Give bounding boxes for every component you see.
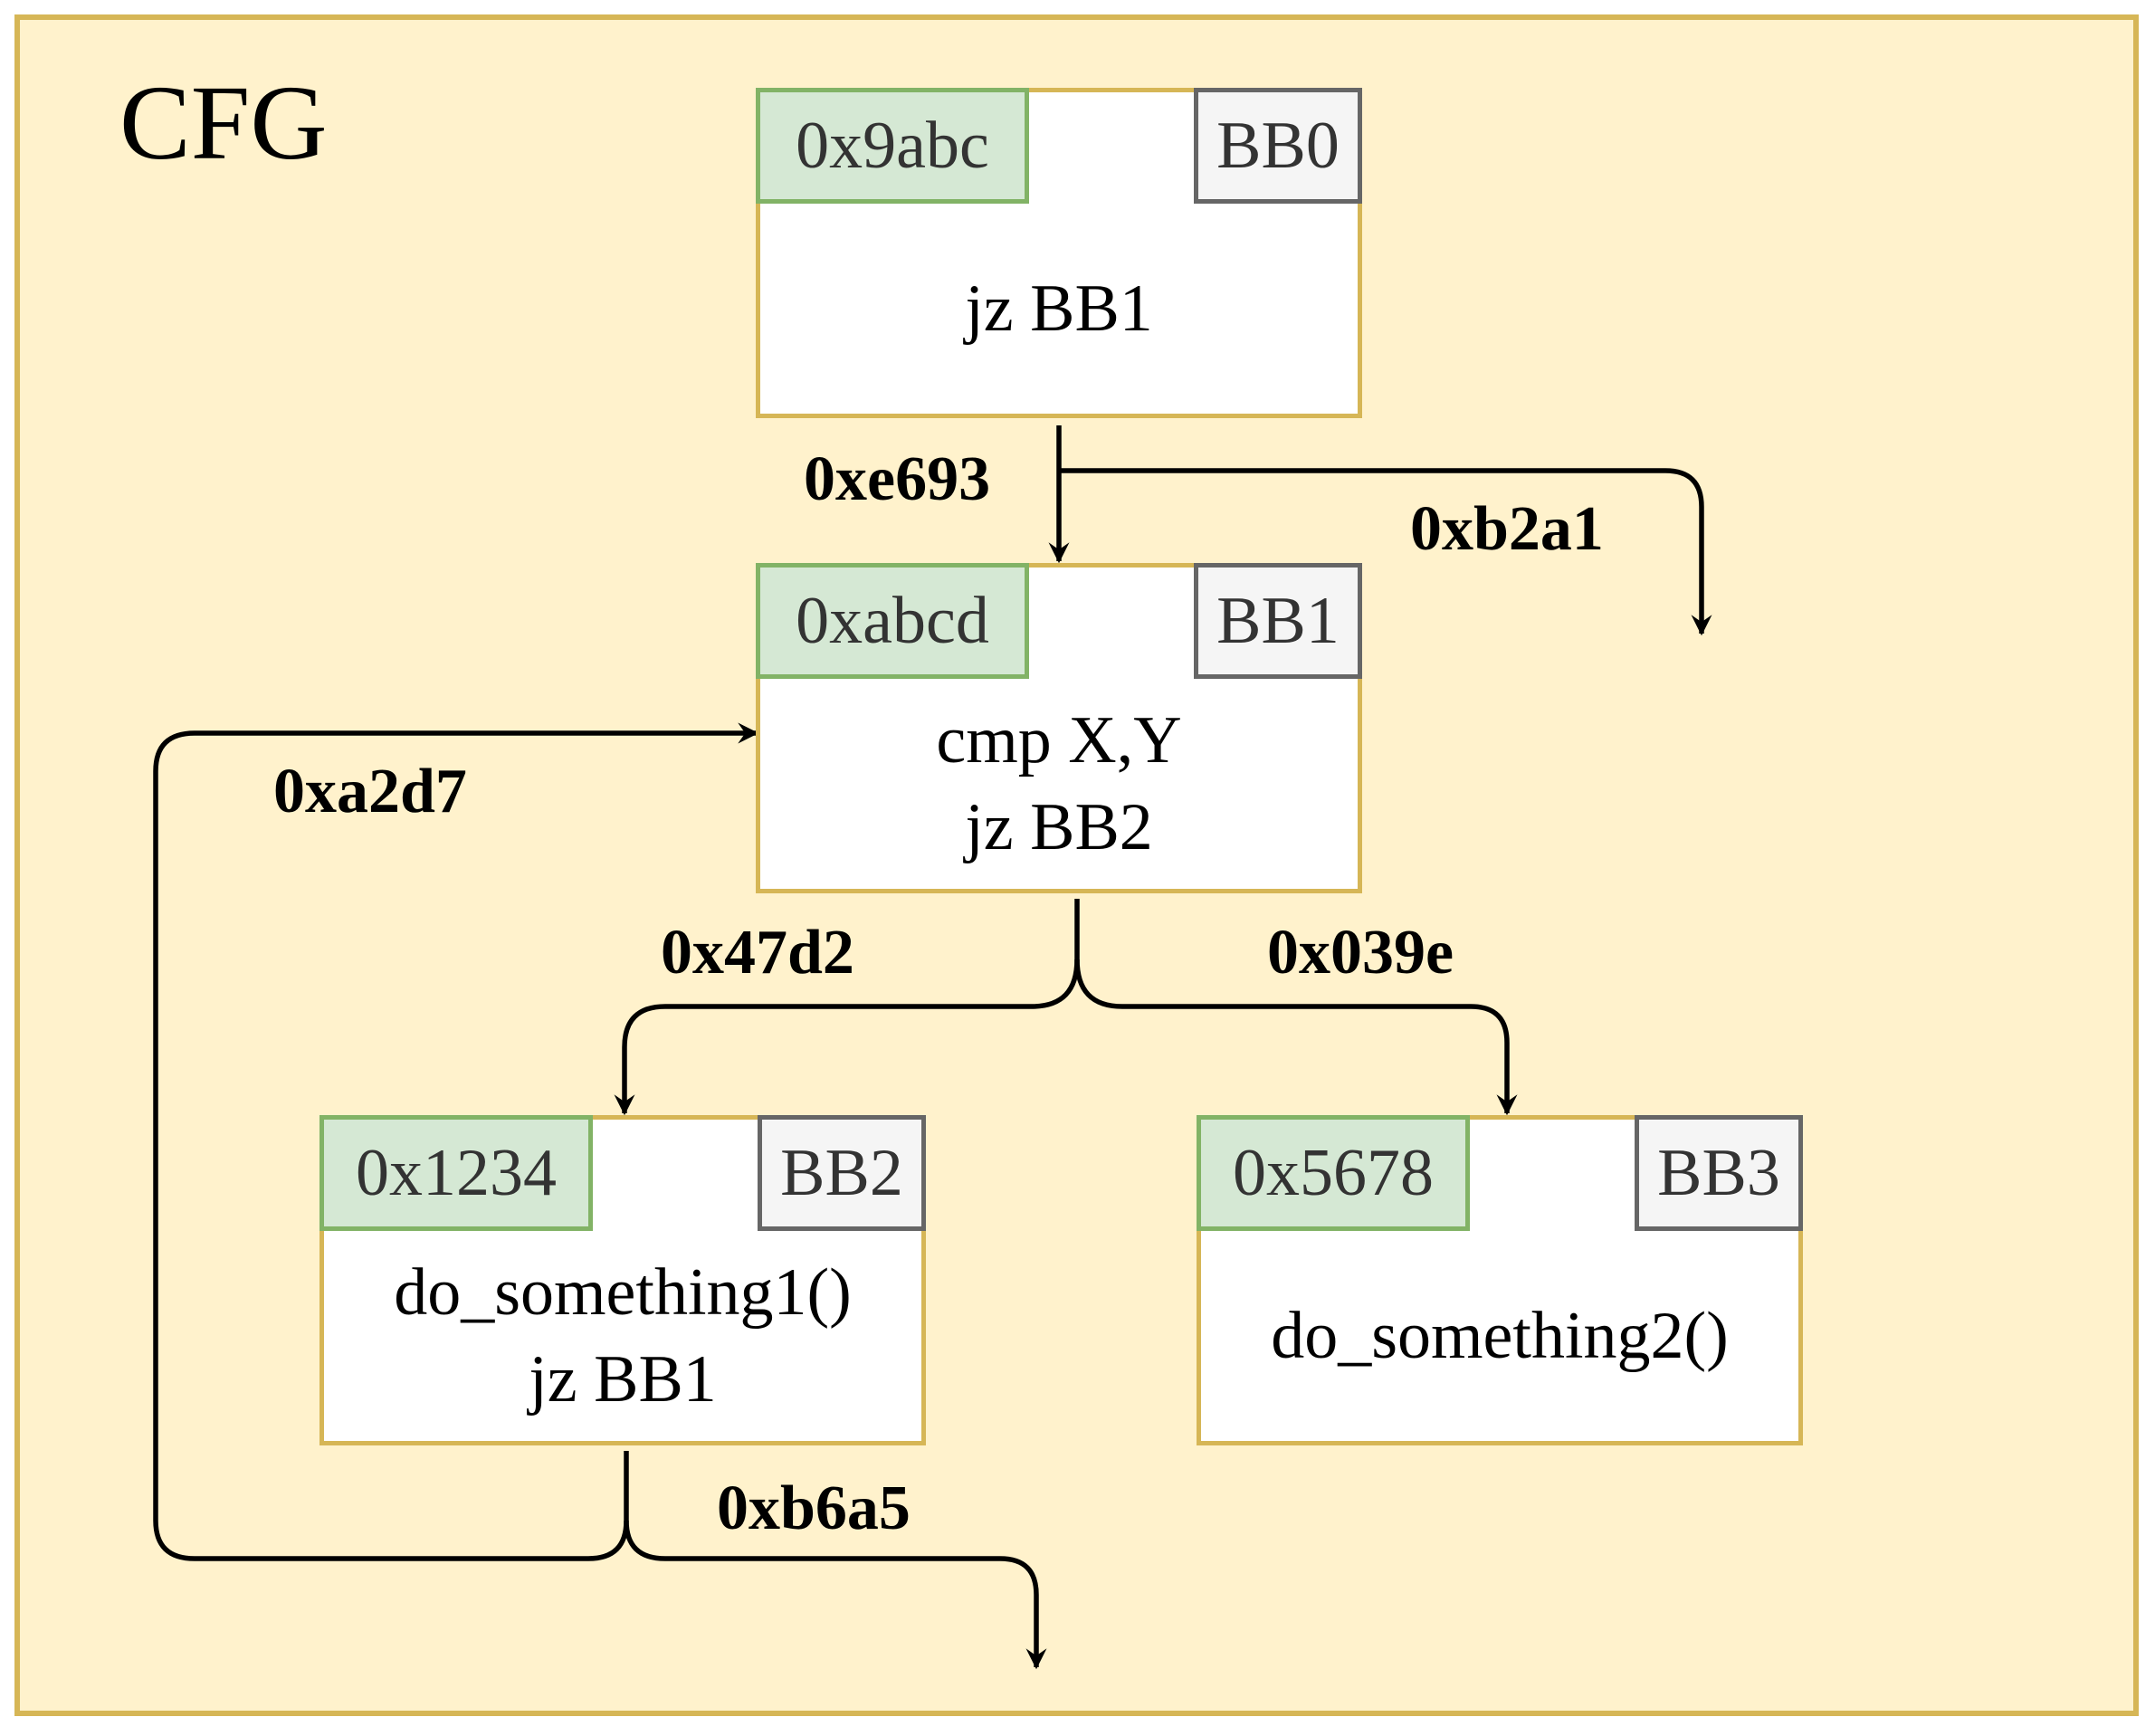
block-code: cmp X,Y jz BB2: [760, 679, 1358, 889]
edge-label-bb0-bb1: 0xe693: [804, 444, 991, 514]
block-id: BB0: [1194, 88, 1362, 204]
block-address: 0xabcd: [756, 563, 1029, 679]
edge-label-bb2-bb1: 0xa2d7: [273, 757, 467, 826]
edge-bb1-bb2: [614, 899, 1080, 1116]
code-line: jz BB1: [965, 271, 1153, 346]
basic-block-bb1: 0xabcd BB1 cmp X,Y jz BB2: [756, 563, 1362, 893]
code-line: cmp X,Y: [936, 702, 1182, 777]
block-code: do_something2(): [1201, 1231, 1798, 1441]
code-line: jz BB1: [529, 1342, 717, 1416]
block-code: jz BB1: [760, 204, 1358, 414]
code-line: jz BB2: [965, 790, 1153, 864]
block-id: BB1: [1194, 563, 1362, 679]
edge-bb2-exit: [624, 1520, 1047, 1670]
edge-label-bb2-exit: 0xb6a5: [717, 1474, 911, 1543]
block-address: 0x9abc: [756, 88, 1029, 204]
basic-block-bb2: 0x1234 BB2 do_something1() jz BB1: [319, 1115, 926, 1445]
code-line: do_something1(): [394, 1254, 852, 1330]
edge-label-bb0-exit: 0xb2a1: [1410, 494, 1604, 564]
block-code: do_something1() jz BB1: [324, 1231, 921, 1441]
block-id: BB3: [1635, 1115, 1803, 1231]
block-address: 0x1234: [319, 1115, 593, 1231]
block-id: BB2: [758, 1115, 926, 1231]
edge-bb2-bb1: [153, 722, 759, 1561]
code-line: do_something2(): [1271, 1298, 1729, 1373]
edge-label-bb1-bb2: 0x47d2: [661, 918, 854, 987]
basic-block-bb3: 0x5678 BB3 do_something2(): [1197, 1115, 1803, 1445]
edge-label-bb1-bb3: 0x039e: [1267, 918, 1454, 987]
diagram-title: CFG: [119, 63, 328, 182]
basic-block-bb0: 0x9abc BB0 jz BB1: [756, 88, 1362, 418]
edge-bb1-bb3: [1074, 959, 1518, 1116]
block-address: 0x5678: [1197, 1115, 1470, 1231]
edge-bb0-exit: [1059, 468, 1712, 636]
